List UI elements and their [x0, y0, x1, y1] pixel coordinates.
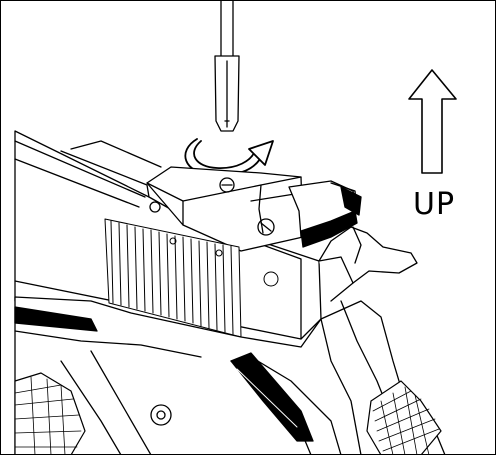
pistol-frame	[14, 296, 446, 454]
grip-checkering	[14, 372, 442, 454]
screwdriver	[214, 1, 240, 132]
hammer-and-beavertail	[318, 226, 418, 302]
slide-serrations	[104, 218, 279, 338]
sight-blade	[288, 180, 362, 248]
up-label: UP	[413, 187, 456, 222]
up-arrow	[408, 69, 457, 174]
slide-stop-lever	[14, 306, 314, 442]
